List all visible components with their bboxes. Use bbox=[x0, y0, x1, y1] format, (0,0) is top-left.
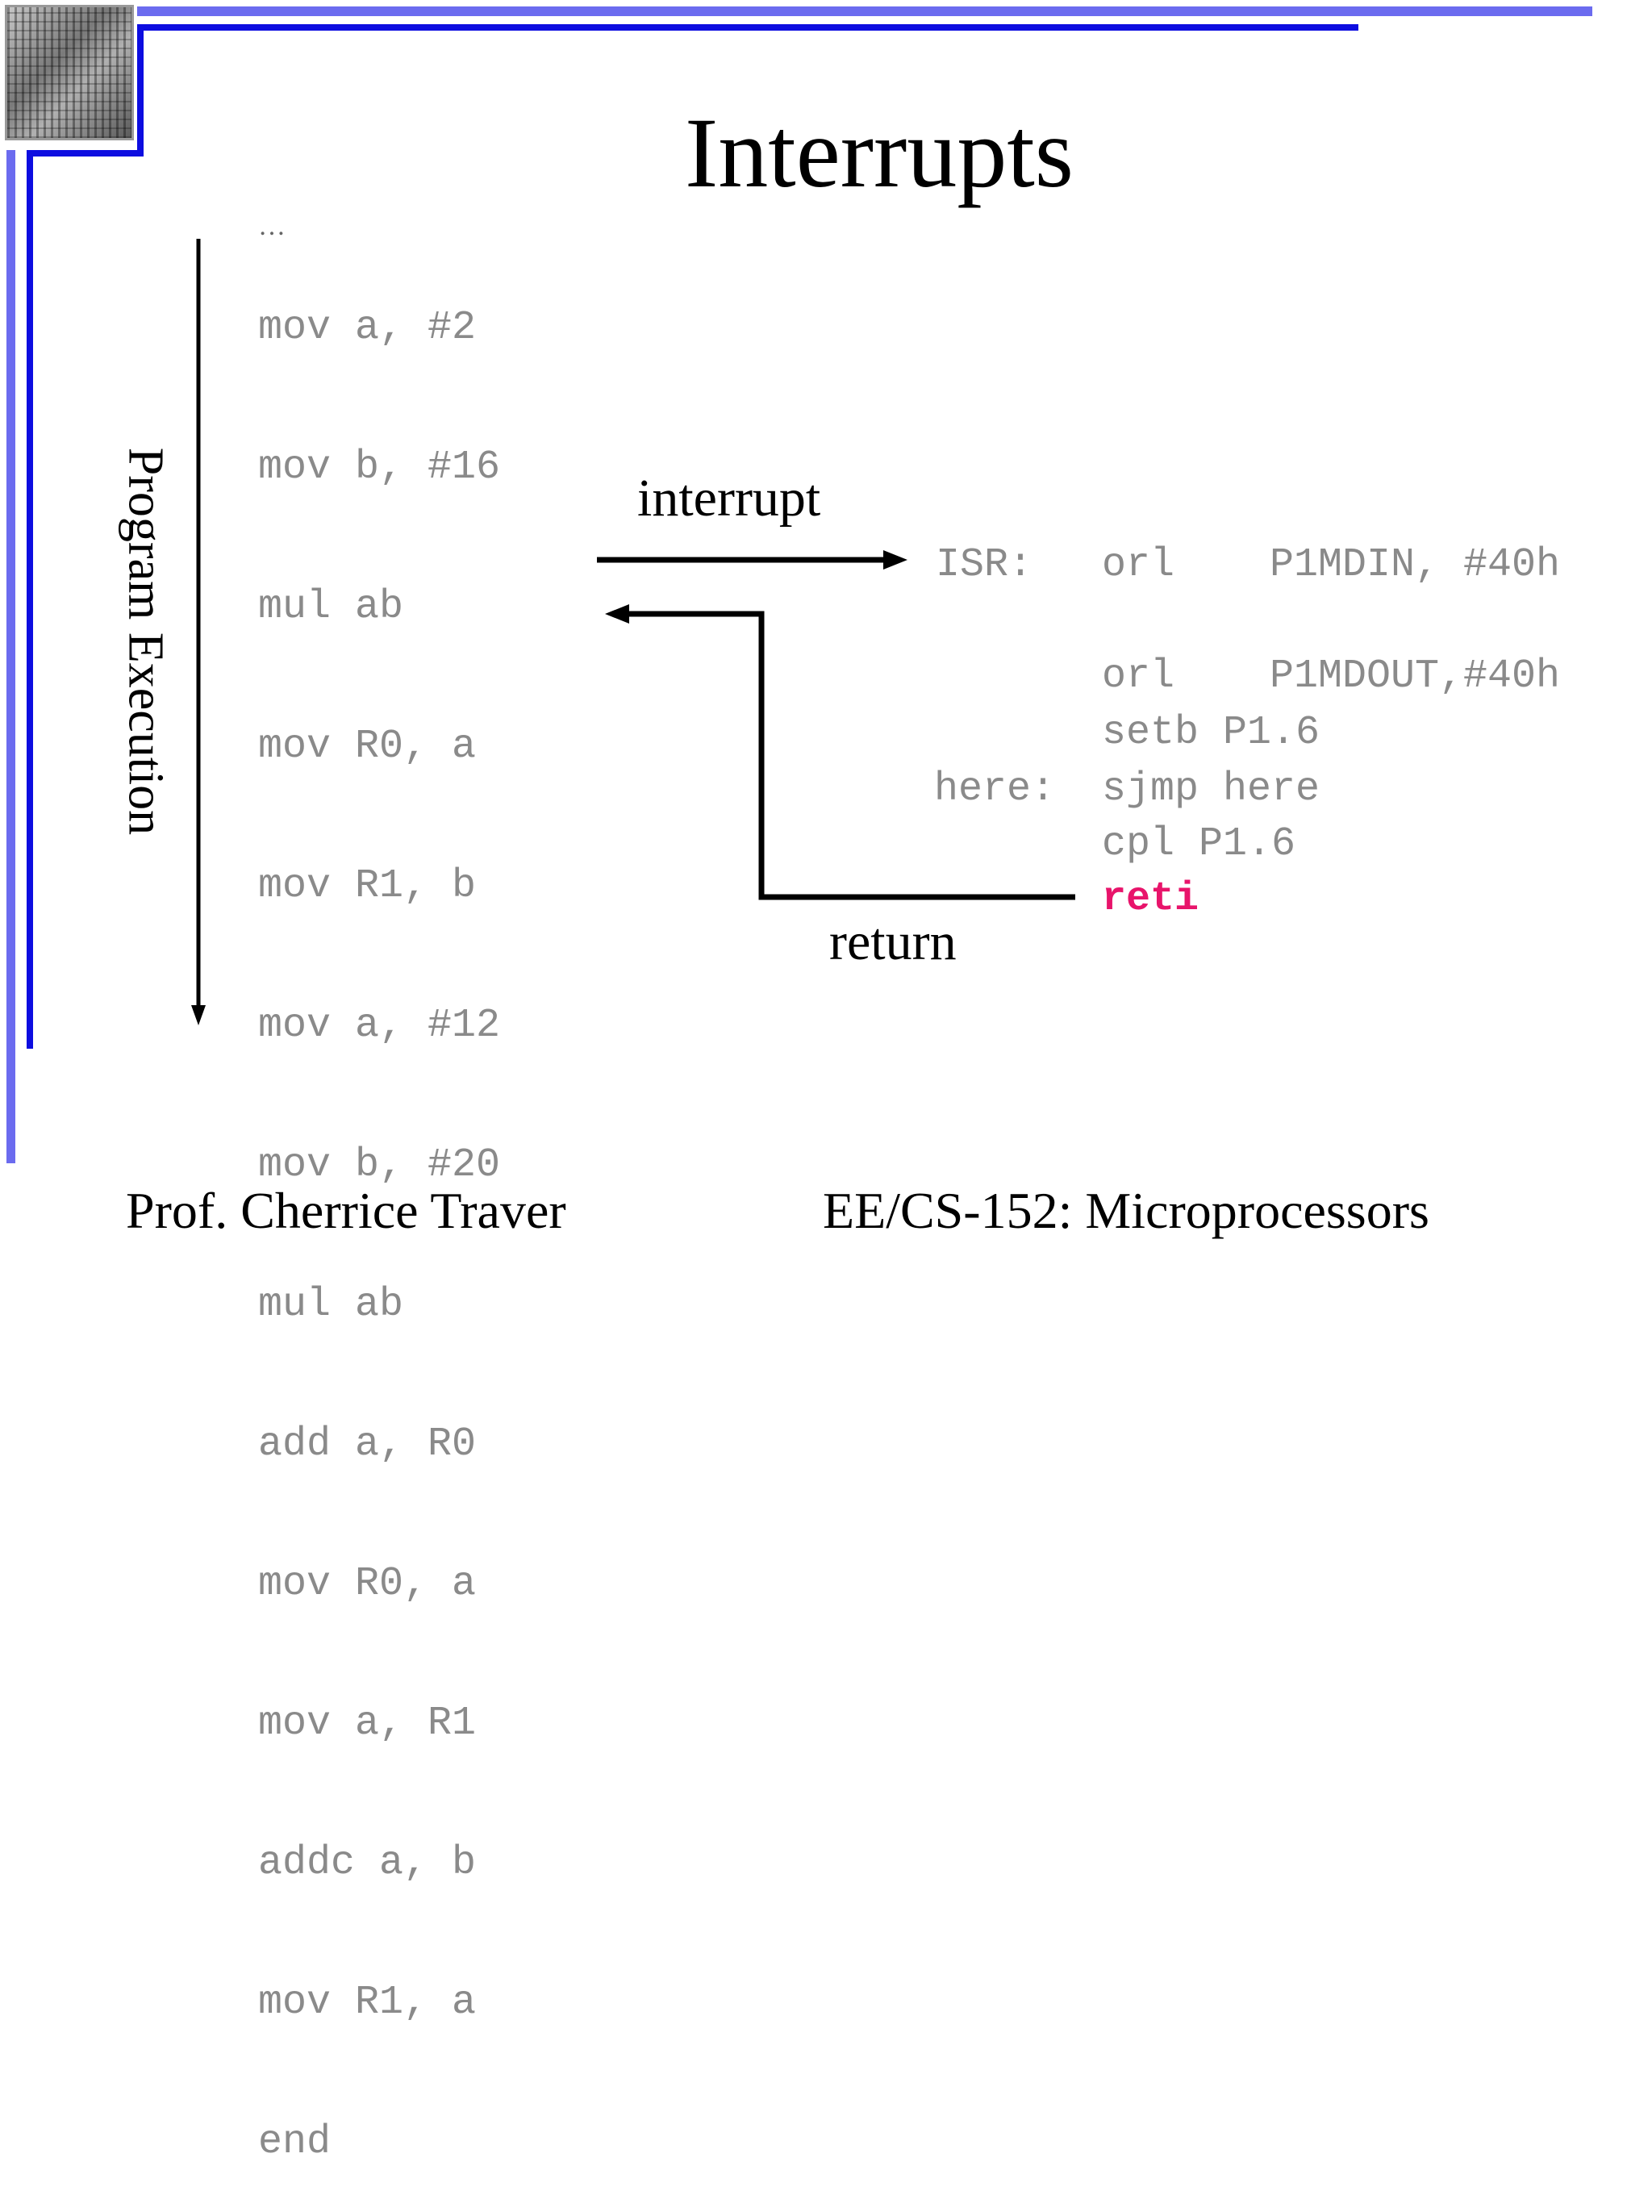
interrupt-label: interrupt bbox=[637, 469, 821, 528]
isr-args: P1MDIN, #40h bbox=[1270, 542, 1561, 588]
frame-corner-dark-v bbox=[137, 24, 144, 157]
here-label: here: bbox=[934, 766, 1056, 812]
code-line: mov b, #20 bbox=[258, 1142, 501, 1188]
chip-die-image bbox=[5, 5, 134, 140]
isr-op: orl bbox=[1102, 653, 1175, 699]
reti-instruction: reti bbox=[1102, 876, 1199, 922]
code-line: mov R1, a bbox=[258, 1980, 477, 2026]
footer-author: Prof. Cherrice Traver bbox=[126, 1182, 566, 1239]
code-line: mov R0, a bbox=[258, 724, 477, 770]
code-line: addc a, b bbox=[258, 1840, 477, 1886]
isr-line: cpl P1.6 bbox=[1102, 821, 1296, 867]
isr-args: P1MDOUT,#40h bbox=[1270, 653, 1561, 699]
code-line: mov R1, b bbox=[258, 863, 477, 909]
frame-left-dark-bar bbox=[27, 150, 33, 1049]
isr-line: setb P1.6 bbox=[1102, 710, 1320, 756]
code-line: end bbox=[258, 2119, 332, 2165]
isr-op: orl bbox=[1102, 542, 1175, 588]
interrupt-arrow bbox=[597, 550, 907, 570]
code-line: mov R0, a bbox=[258, 1561, 477, 1607]
isr-line: sjmp here bbox=[1102, 766, 1320, 812]
return-arrow bbox=[605, 604, 1075, 900]
frame-top-dark-bar bbox=[137, 24, 1358, 31]
code-line: mov a, #12 bbox=[258, 1003, 501, 1049]
return-label: return bbox=[829, 912, 957, 971]
slide-title: Interrupts bbox=[684, 98, 1074, 208]
code-line: mov a, #2 bbox=[258, 305, 477, 351]
isr-label: ISR: bbox=[936, 542, 1033, 588]
code-line: add a, R0 bbox=[258, 1421, 477, 1467]
program-execution-arrow bbox=[191, 239, 206, 1025]
axis-label-text: Program Execution bbox=[118, 447, 173, 836]
code-line: mov b, #16 bbox=[258, 444, 501, 490]
code-line: mul ab bbox=[258, 1282, 404, 1328]
code-line: mov a, R1 bbox=[258, 1701, 477, 1747]
code-line: mul ab bbox=[258, 584, 404, 630]
frame-left-light-bar bbox=[6, 150, 15, 1163]
frame-top-light-bar bbox=[137, 6, 1592, 16]
footer-course: EE/CS-152: Microprocessors bbox=[823, 1182, 1429, 1239]
frame-corner-dark-h bbox=[27, 150, 143, 157]
code-ellipsis: … bbox=[258, 211, 286, 241]
